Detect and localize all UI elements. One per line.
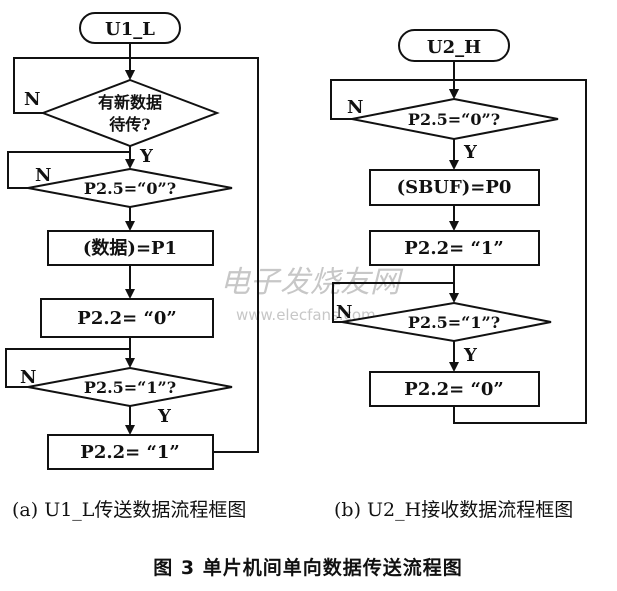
right-process-sbuf-p0: [369, 169, 540, 206]
right-process-p22-one: [369, 230, 540, 266]
right-start-label: U2_H: [427, 37, 481, 58]
left-decision-p25-zero-label: P2.5=“0”?: [84, 179, 176, 198]
left-process-data-p1: [47, 230, 214, 266]
right-yes-label-1: Y: [463, 142, 478, 163]
watermark-url: www.elecfans.com: [236, 306, 376, 324]
right-decision-p25-one-label: P2.5=“1”?: [408, 313, 500, 332]
left-process-p22-zero-label: P2.2= “0”: [77, 308, 176, 329]
left-no-loop-2: [7, 151, 130, 189]
left-yes-label-3: Y: [157, 406, 172, 427]
left-process-data-p1-label: (数据)=P1: [83, 237, 177, 259]
right-return-loop: [453, 79, 587, 424]
left-process-p22-one-label: P2.2= “1”: [80, 442, 179, 463]
left-decision-p25-one-label: P2.5=“1”?: [84, 378, 176, 397]
right-no-label-1: N: [347, 97, 363, 118]
left-yes-label-1: Y: [139, 146, 154, 167]
right-flowchart: U2_H P2.5=“0”? N Y (SBUF)=P0 P2.2= “1” P…: [330, 29, 587, 424]
right-process-p22-zero-label: P2.2= “0”: [404, 379, 503, 400]
left-return-loop: [130, 57, 259, 453]
left-no-label-3: N: [20, 367, 36, 388]
right-process-sbuf-p0-label: (SBUF)=P0: [397, 177, 512, 198]
left-process-p22-zero: [40, 298, 214, 338]
left-no-loop-1: [13, 57, 130, 114]
left-process-p22-one: [47, 434, 214, 470]
left-no-label-2: N: [35, 165, 51, 186]
right-no-label-2: N: [336, 302, 352, 323]
left-decision-new-data-line1: 有新数据: [98, 93, 162, 112]
left-no-loop-3: [5, 348, 130, 388]
figure-title: 图 3 单片机间单向数据传送流程图: [153, 556, 462, 579]
left-decision-new-data-line2: 待传?: [109, 115, 150, 134]
right-decision-p25-zero-label: P2.5=“0”?: [408, 110, 500, 129]
right-process-p22-one-label: P2.2= “1”: [404, 238, 503, 259]
left-flowchart: U1_L 有新数据 待传? N Y P2.5=“0”? N (数据)=P1 P2…: [5, 12, 259, 470]
left-no-label-1: N: [24, 89, 40, 110]
right-yes-label-2: Y: [463, 345, 478, 366]
left-decision-new-data: [40, 78, 220, 148]
caption-a: (a) U1_L传送数据流程框图: [12, 499, 246, 521]
left-start-label: U1_L: [105, 19, 155, 40]
caption-b: (b) U2_H接收数据流程框图: [334, 499, 573, 521]
right-no-loop-1: [330, 79, 454, 120]
right-no-loop-2: [332, 282, 454, 323]
